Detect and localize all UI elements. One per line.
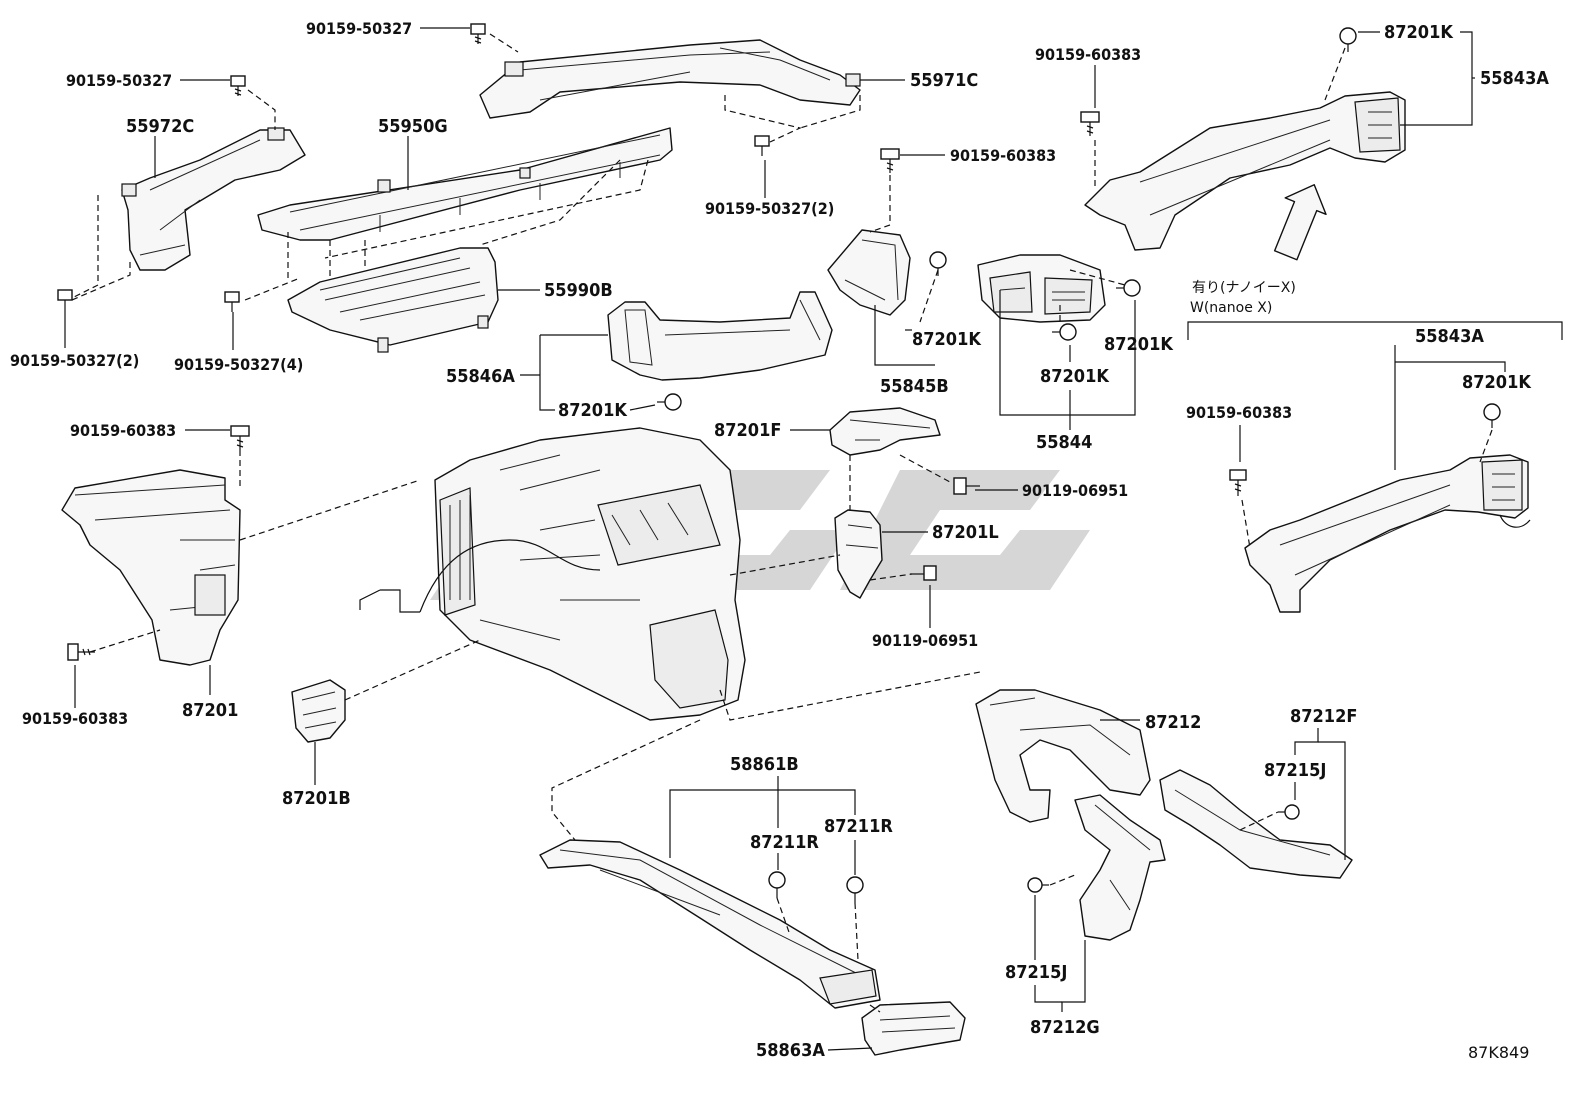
- clip-icon: [1027, 877, 1049, 893]
- part-number-labels: 90159-50327 90159-50327 55971C 55972C 55…: [10, 19, 1549, 1061]
- bolt-icon: [230, 75, 246, 96]
- clip-icon: [846, 876, 864, 903]
- bolt-icon: [1229, 469, 1247, 496]
- bolt-icon: [224, 291, 240, 312]
- duct-87212g[interactable]: [1074, 794, 1166, 941]
- label-55971c[interactable]: 55971C: [910, 70, 978, 91]
- diagram-reference-code: 87K849: [1468, 1043, 1529, 1062]
- duct-55971c[interactable]: [479, 39, 861, 119]
- label-87201k-tr[interactable]: 87201K: [1384, 22, 1454, 43]
- label-90159-60383-tr[interactable]: 90159-60383: [1035, 45, 1141, 64]
- duct-55972c[interactable]: [121, 127, 306, 271]
- label-55950g[interactable]: 55950G: [378, 116, 448, 137]
- bolt-icon: [880, 148, 900, 173]
- label-87215j-b[interactable]: 87215J: [1005, 962, 1067, 983]
- label-55843a-top[interactable]: 55843A: [1480, 68, 1549, 89]
- nozzle-55990b[interactable]: [287, 247, 499, 353]
- duct-55845b[interactable]: [827, 229, 911, 316]
- register-55844[interactable]: [977, 254, 1106, 323]
- bolt-icon: [910, 565, 937, 581]
- label-55990b[interactable]: 55990B: [544, 280, 613, 301]
- duct-87212f[interactable]: [1159, 769, 1353, 879]
- label-90159-60383-bl[interactable]: 90159-60383: [22, 709, 128, 728]
- label-90159-50327-2-mid[interactable]: 90159-50327(2): [705, 199, 834, 218]
- duct-58861b[interactable]: [539, 839, 881, 1009]
- label-90159-50327-left[interactable]: 90159-50327: [66, 71, 172, 90]
- label-55843a-right[interactable]: 55843A: [1415, 326, 1484, 347]
- label-87211r-b[interactable]: 87211R: [824, 816, 893, 837]
- fastener-icons: [57, 23, 1501, 903]
- bolt-icon: [953, 477, 980, 495]
- label-55972c[interactable]: 55972C: [126, 116, 194, 137]
- nozzle-55950g[interactable]: [257, 127, 673, 241]
- label-90119-06951-a[interactable]: 90119-06951: [1022, 481, 1128, 500]
- assembly-dashed-lines: [71, 33, 1493, 1013]
- leader-lines: [64, 27, 1563, 1051]
- label-87201k-right[interactable]: 87201K: [1462, 372, 1532, 393]
- clip-icon: [768, 871, 786, 898]
- duct-87201[interactable]: [61, 469, 241, 666]
- label-58863a[interactable]: 58863A: [756, 1040, 825, 1061]
- bolt-icon: [1080, 111, 1100, 136]
- label-87212f[interactable]: 87212F: [1290, 706, 1357, 727]
- duct-87201l[interactable]: [834, 509, 883, 599]
- clip-icon: [1339, 27, 1357, 52]
- label-87201k-d[interactable]: 87201K: [1104, 334, 1174, 355]
- label-87211r-a[interactable]: 87211R: [750, 832, 819, 853]
- label-87212g[interactable]: 87212G: [1030, 1017, 1100, 1038]
- label-87212[interactable]: 87212: [1145, 712, 1201, 733]
- duct-87201f[interactable]: [829, 407, 941, 456]
- label-55845b[interactable]: 55845B: [880, 376, 949, 397]
- duct-55843a-top[interactable]: [1084, 91, 1406, 251]
- label-90159-60383-top[interactable]: 90159-60383: [950, 146, 1056, 165]
- variant-note: 有り(ナノイーX) W(nanoe X): [1190, 280, 1296, 316]
- register-87201b[interactable]: [291, 679, 346, 743]
- label-90159-50327-top[interactable]: 90159-50327: [306, 19, 412, 38]
- bolt-icon: [754, 135, 770, 156]
- label-90159-60383-left[interactable]: 90159-60383: [70, 421, 176, 440]
- duct-87212[interactable]: [975, 689, 1151, 823]
- label-90159-50327-2-left[interactable]: 90159-50327(2): [10, 351, 139, 370]
- label-90159-50327-4[interactable]: 90159-50327(4): [174, 355, 303, 374]
- label-90119-06951-b[interactable]: 90119-06951: [872, 631, 978, 650]
- variant-note-en: W(nanoe X): [1190, 300, 1272, 316]
- bolt-icon: [67, 643, 95, 661]
- direction-arrow-icon: [1273, 184, 1327, 261]
- label-87201b[interactable]: 87201B: [282, 788, 351, 809]
- label-87201k-c[interactable]: 87201K: [1040, 366, 1110, 387]
- clip-icon: [1483, 403, 1501, 428]
- label-87201k-a[interactable]: 87201K: [912, 329, 982, 350]
- hvac-unit[interactable]: [359, 427, 746, 721]
- label-55844[interactable]: 55844: [1036, 432, 1092, 453]
- variant-note-jp: 有り(ナノイーX): [1192, 280, 1296, 296]
- label-90159-60383-right[interactable]: 90159-60383: [1186, 403, 1292, 422]
- duct-55846a[interactable]: [607, 291, 833, 381]
- label-87201[interactable]: 87201: [182, 700, 238, 721]
- bolt-icon: [470, 23, 486, 44]
- duct-55843a-nanoe[interactable]: [1244, 454, 1531, 613]
- clip-icon: [657, 393, 682, 411]
- bolt-icon: [230, 425, 250, 450]
- label-87215j-a[interactable]: 87215J: [1264, 760, 1326, 781]
- clip-icon: [1116, 279, 1141, 297]
- bolt-icon: [57, 289, 73, 310]
- register-58863a[interactable]: [861, 1001, 966, 1056]
- clip-icon: [1052, 323, 1077, 341]
- label-87201k-b[interactable]: 87201K: [558, 400, 628, 421]
- label-87201l[interactable]: 87201L: [932, 522, 999, 543]
- label-58861b[interactable]: 58861B: [730, 754, 799, 775]
- clip-icon: [929, 251, 947, 276]
- label-87201f[interactable]: 87201F: [714, 420, 781, 441]
- clip-icon: [1278, 804, 1300, 820]
- label-55846a[interactable]: 55846A: [446, 366, 515, 387]
